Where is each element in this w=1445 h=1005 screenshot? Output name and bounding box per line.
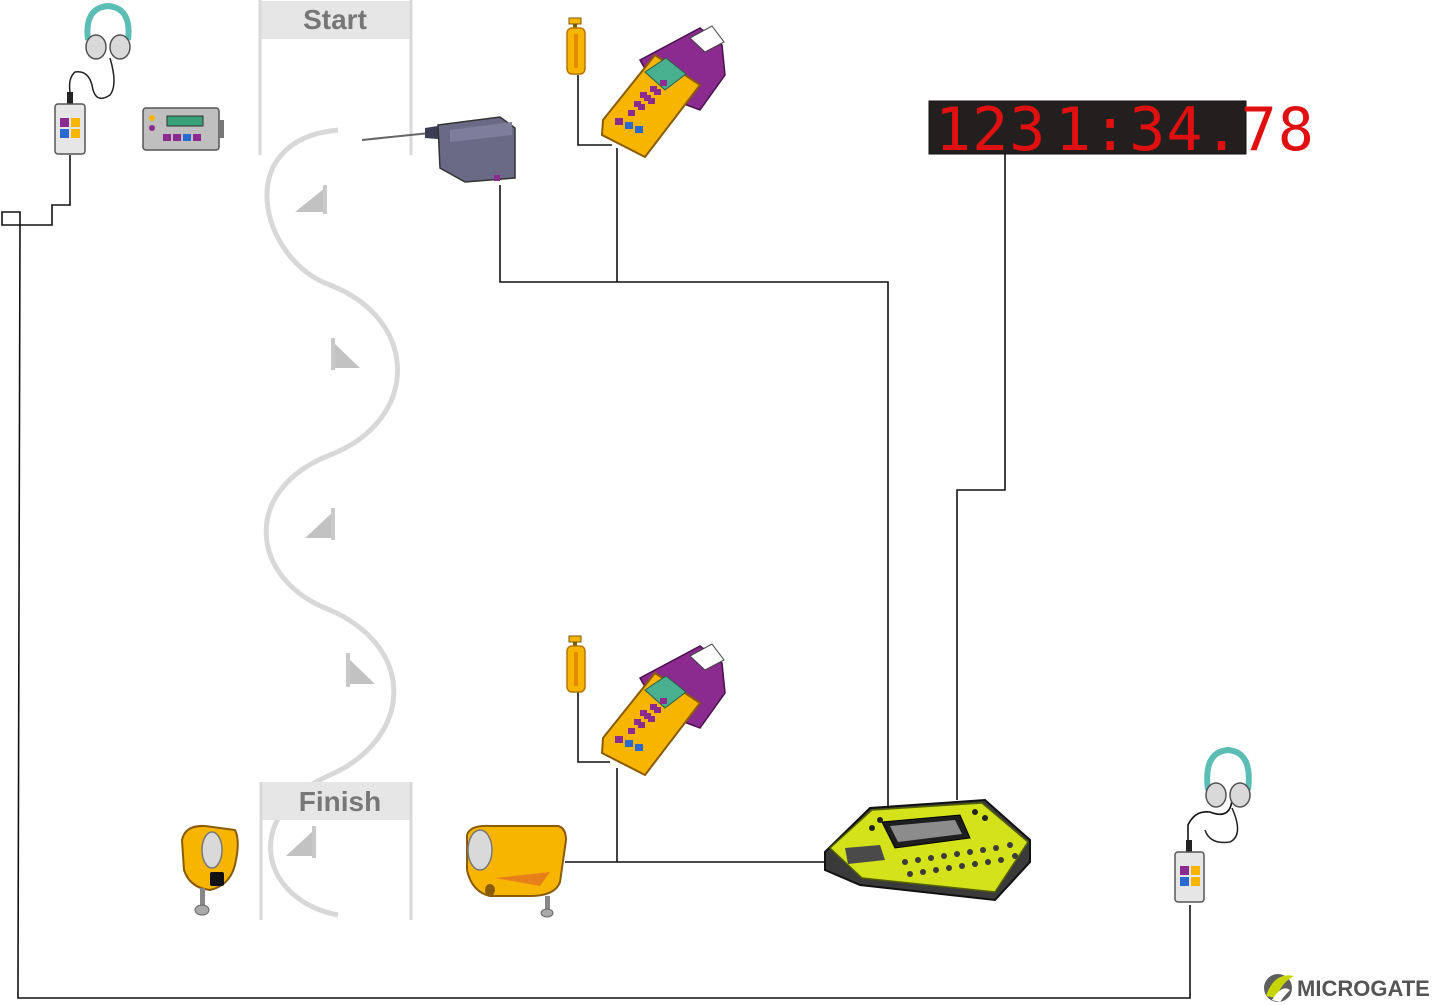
- finish-printing-timer-icon: [600, 643, 726, 777]
- brand-name: MICROGATE: [1297, 976, 1430, 1001]
- slalom-gate-3: [305, 508, 335, 540]
- wire-start-button: [577, 75, 612, 146]
- start-banner: Start: [258, 0, 413, 155]
- scoreboard-icon: 123 1:34.78: [928, 95, 1315, 165]
- main-timer-console-icon: [824, 798, 1031, 902]
- slalom-gate-4: [346, 653, 375, 687]
- start-push-button-icon: [566, 17, 586, 75]
- microgate-logo-icon: [1264, 974, 1294, 1002]
- wiring: [1, 75, 1233, 999]
- wire-left-radio: [1, 155, 1191, 999]
- start-timer-box-icon: [142, 107, 224, 151]
- slalom-gate-2: [331, 338, 360, 370]
- right-radio-transceiver-icon: [1174, 840, 1205, 903]
- wire-finish-button: [577, 690, 610, 763]
- brand-logo: MICROGATE: [1264, 974, 1430, 1002]
- photocell-icon: [466, 824, 568, 918]
- scoreboard-time: 1:34.78: [1055, 95, 1315, 165]
- wire-start-box: [499, 185, 889, 828]
- finish-push-button-icon: [566, 635, 586, 693]
- wire-right-headset: [1187, 799, 1233, 850]
- slalom-gate-1: [295, 185, 327, 214]
- headset-icon: [68, 2, 132, 100]
- right-headset-icon: [1204, 746, 1252, 844]
- wire-scoreboard: [956, 153, 1006, 800]
- slalom-gate-5: [286, 826, 316, 858]
- printing-timer-icon: [600, 25, 726, 159]
- start-gate-icon: [361, 116, 516, 183]
- scoreboard-bib: 123: [935, 95, 1046, 165]
- photocell-reflector-icon: [180, 824, 239, 916]
- radio-transceiver-icon: [54, 92, 86, 155]
- start-label: Start: [303, 4, 367, 35]
- finish-banner: Finish: [259, 782, 413, 920]
- finish-label: Finish: [299, 786, 381, 817]
